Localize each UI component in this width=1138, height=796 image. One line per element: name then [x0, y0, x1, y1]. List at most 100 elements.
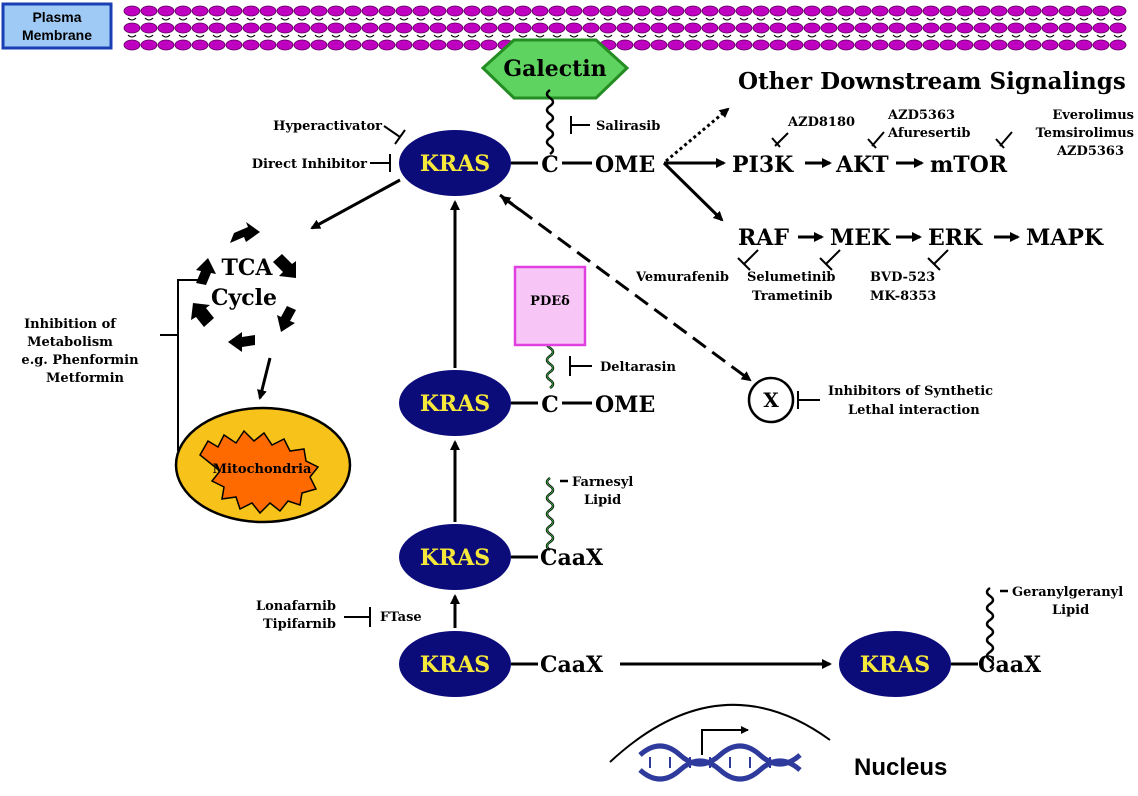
membrane-lipid-tail: [144, 17, 154, 21]
membrane-bead: [140, 39, 158, 51]
membrane-bead: [225, 39, 243, 51]
membrane-bead: [1058, 39, 1076, 51]
membrane-bead: [140, 5, 158, 17]
membrane-lipid-tail: [824, 17, 834, 21]
membrane-bead: [786, 39, 804, 51]
membrane-bead: [174, 39, 192, 51]
caax-label-geranyl: CaaX: [978, 652, 1042, 678]
membrane-lipid-tail: [246, 34, 256, 38]
membrane-lipid-tail: [671, 17, 681, 21]
membrane-lipid-tail: [331, 17, 341, 21]
kras-label-pde: KRAS: [420, 391, 490, 417]
metabolism-label-line3: e.g. Phenformin: [21, 353, 139, 368]
membrane-bead: [1092, 22, 1110, 34]
membrane-bead: [1024, 5, 1042, 17]
membrane-bead: [548, 5, 566, 17]
synthetic-lethal-line1: Inhibitors of Synthetic: [828, 384, 993, 399]
membrane-bead: [633, 5, 651, 17]
membrane-lipid-tail: [331, 34, 341, 38]
akt-node: AKT: [835, 152, 889, 178]
metabolism-label-line2: Metabolism: [27, 335, 113, 350]
membrane-label-line2: Membrane: [22, 27, 92, 43]
membrane-bead: [446, 39, 464, 51]
membrane-lipid-tail: [127, 34, 137, 38]
membrane-lipid-tail: [399, 34, 409, 38]
membrane-bead: [599, 5, 617, 17]
membrane-lipid-tail: [229, 34, 239, 38]
membrane-lipid-tail: [161, 34, 171, 38]
azd8180-label: AZD8180: [787, 115, 855, 130]
membrane-lipid-tail: [875, 34, 885, 38]
membrane-bead: [701, 5, 719, 17]
membrane-lipid-tail: [195, 34, 205, 38]
membrane-bead: [344, 5, 362, 17]
membrane-lipid-tail: [960, 17, 970, 21]
mek-node: MEK: [830, 225, 891, 251]
membrane-lipid-tail: [671, 34, 681, 38]
erk-node: ERK: [928, 225, 983, 251]
membrane-bead: [361, 5, 379, 17]
galectin-hexagon: [480, 38, 630, 100]
membrane-lipid-tail: [790, 17, 800, 21]
membrane-lipid-tail: [399, 17, 409, 21]
membrane-bead: [259, 39, 277, 51]
lonafarnib-label: Lonafarnib: [256, 599, 336, 614]
membrane-lipid-tail: [467, 34, 477, 38]
membrane-bead: [871, 39, 889, 51]
membrane-lipid-tail: [586, 34, 596, 38]
membrane-bead: [293, 22, 311, 34]
membrane-bead: [599, 22, 617, 34]
azd5363-label: AZD5363: [887, 108, 955, 123]
membrane-bead: [956, 39, 974, 51]
membrane-bead: [1109, 39, 1127, 51]
metabolism-label-line1: Inhibition of: [24, 317, 117, 332]
membrane-bead: [1058, 5, 1076, 17]
membrane-bead: [956, 5, 974, 17]
membrane-bead: [531, 22, 549, 34]
membrane-lipid-tail: [1096, 34, 1106, 38]
membrane-lipid-tail: [178, 34, 188, 38]
membrane-bead: [395, 5, 413, 17]
lipid-tail-farnesyl: [545, 476, 555, 552]
mapk-node: MAPK: [1026, 225, 1104, 251]
membrane-lipid-tail: [314, 34, 324, 38]
membrane-bead: [157, 22, 175, 34]
membrane-lipid-tail: [977, 34, 987, 38]
ftase-label: FTase: [380, 610, 422, 625]
membrane-bead: [888, 39, 906, 51]
membrane-lipid-tail: [807, 17, 817, 21]
membrane-lipid-tail: [824, 34, 834, 38]
pde-delta-label: PDEδ: [530, 294, 570, 309]
membrane-bead: [140, 22, 158, 34]
membrane-bead: [191, 5, 209, 17]
membrane-lipid-tail: [127, 17, 137, 21]
membrane-bead: [259, 5, 277, 17]
membrane-label-box: [1, 2, 113, 50]
membrane-lipid-tail: [1045, 17, 1055, 21]
membrane-bead: [752, 5, 770, 17]
membrane-lipid-tail: [297, 34, 307, 38]
membrane-bead: [786, 22, 804, 34]
membrane-lipid-tail: [178, 17, 188, 21]
membrane-lipid-tail: [892, 17, 902, 21]
membrane-lipid-tail: [552, 34, 562, 38]
membrane-lipid-tail: [620, 34, 630, 38]
membrane-bead: [667, 22, 685, 34]
membrane-bead: [225, 5, 243, 17]
membrane-lipid-tail: [501, 17, 511, 21]
arrow-dotted-downstream: [665, 107, 730, 163]
membrane-bead: [939, 22, 957, 34]
membrane-bead: [497, 22, 515, 34]
membrane-lipid-tail: [909, 34, 919, 38]
nucleus-membrane-arc: [609, 703, 831, 763]
ome-label-pde: OME: [595, 392, 655, 418]
membrane-bead: [429, 22, 447, 34]
membrane-lipid-tail: [280, 17, 290, 21]
membrane-bead: [973, 22, 991, 34]
membrane-lipid-tail: [212, 17, 222, 21]
membrane-bead: [1041, 39, 1059, 51]
membrane-bead: [905, 39, 923, 51]
membrane-bead: [497, 5, 515, 17]
kras-label-farnesyl: KRAS: [420, 545, 490, 571]
membrane-lipid-tail: [144, 34, 154, 38]
